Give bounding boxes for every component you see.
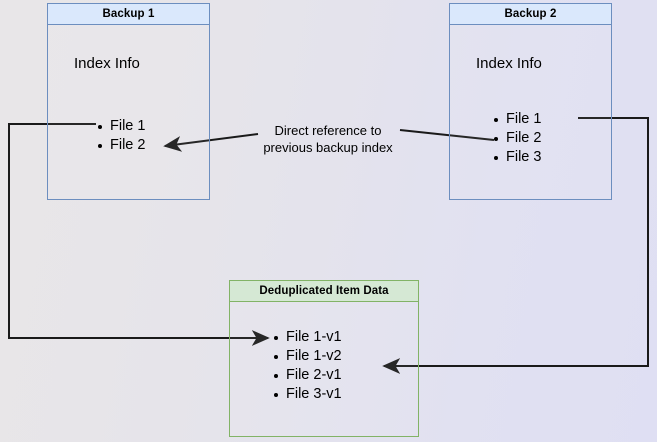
dedup-item-list: File 1-v1 File 1-v2 File 2-v1 File 3-v1 — [272, 328, 342, 404]
dedup-body: File 1-v1 File 1-v2 File 2-v1 File 3-v1 — [229, 302, 419, 437]
list-item: File 2 — [96, 136, 145, 155]
backup-2-file-list: File 1 File 2 File 3 — [492, 110, 541, 167]
edge-label-direct-reference: Direct reference to previous backup inde… — [263, 123, 393, 155]
list-item: File 1 — [96, 117, 145, 136]
list-item: File 2 — [492, 129, 541, 148]
backup-1-index-label: Index Info — [74, 55, 140, 72]
list-item: File 3 — [492, 148, 541, 167]
dedup-header: Deduplicated Item Data — [229, 280, 419, 302]
backup-1-body: Index Info File 1 File 2 — [47, 25, 210, 200]
backup-1-file-list: File 1 File 2 — [96, 117, 145, 155]
list-item: File 3-v1 — [272, 385, 342, 404]
deduplicated-item-data-box: Deduplicated Item Data File 1-v1 File 1-… — [229, 280, 419, 437]
list-item: File 1-v2 — [272, 347, 342, 366]
backup-1-header: Backup 1 — [47, 3, 210, 25]
list-item: File 1-v1 — [272, 328, 342, 347]
backup-2-body: Index Info File 1 File 2 File 3 — [449, 25, 612, 200]
backup-2-header: Backup 2 — [449, 3, 612, 25]
list-item: File 1 — [492, 110, 541, 129]
backup-1-box: Backup 1 Index Info File 1 File 2 — [47, 3, 210, 200]
backup-2-box: Backup 2 Index Info File 1 File 2 File 3 — [449, 3, 612, 200]
list-item: File 2-v1 — [272, 366, 342, 385]
backup-2-index-label: Index Info — [476, 55, 542, 72]
